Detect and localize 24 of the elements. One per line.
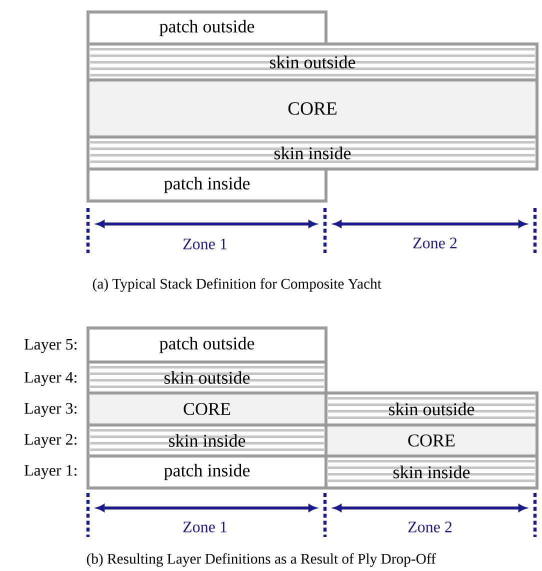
layer-label: Layer 2:: [24, 434, 76, 448]
core-layer-box: CORE: [86, 392, 328, 426]
zone-label: Zone 2: [413, 238, 457, 248]
layer-box: patch outside: [86, 326, 328, 364]
striped-layer-box: skin inside: [86, 136, 538, 170]
caption: (a) Typical Stack Definition for Composite Yacht: [92, 278, 382, 292]
caption: (b) Resulting Layer Definitions as a Result of Ply Drop-Off: [86, 553, 436, 567]
zone-label: Zone 1: [183, 238, 226, 250]
layer-box: patch inside: [86, 454, 328, 490]
core-layer-box: CORE: [86, 78, 538, 138]
layer-label: Layer 5:: [24, 339, 76, 353]
layer-box: patch outside: [86, 10, 328, 46]
layer-label: Layer 4:: [24, 372, 76, 386]
striped-layer-box: skin inside: [86, 424, 328, 458]
striped-layer-box: skin outside: [86, 360, 328, 394]
striped-layer-box: skin outside: [324, 392, 538, 426]
striped-layer-box: skin inside: [324, 454, 538, 490]
zone-label: Zone 1: [183, 522, 226, 532]
striped-layer-box: skin outside: [86, 42, 538, 82]
core-layer-box: CORE: [324, 424, 538, 458]
zone-label: Zone 2: [408, 522, 452, 532]
layer-label: Layer 3:: [24, 402, 76, 418]
layer-label: Layer 1:: [24, 465, 76, 479]
layer-box: patch inside: [86, 168, 328, 202]
